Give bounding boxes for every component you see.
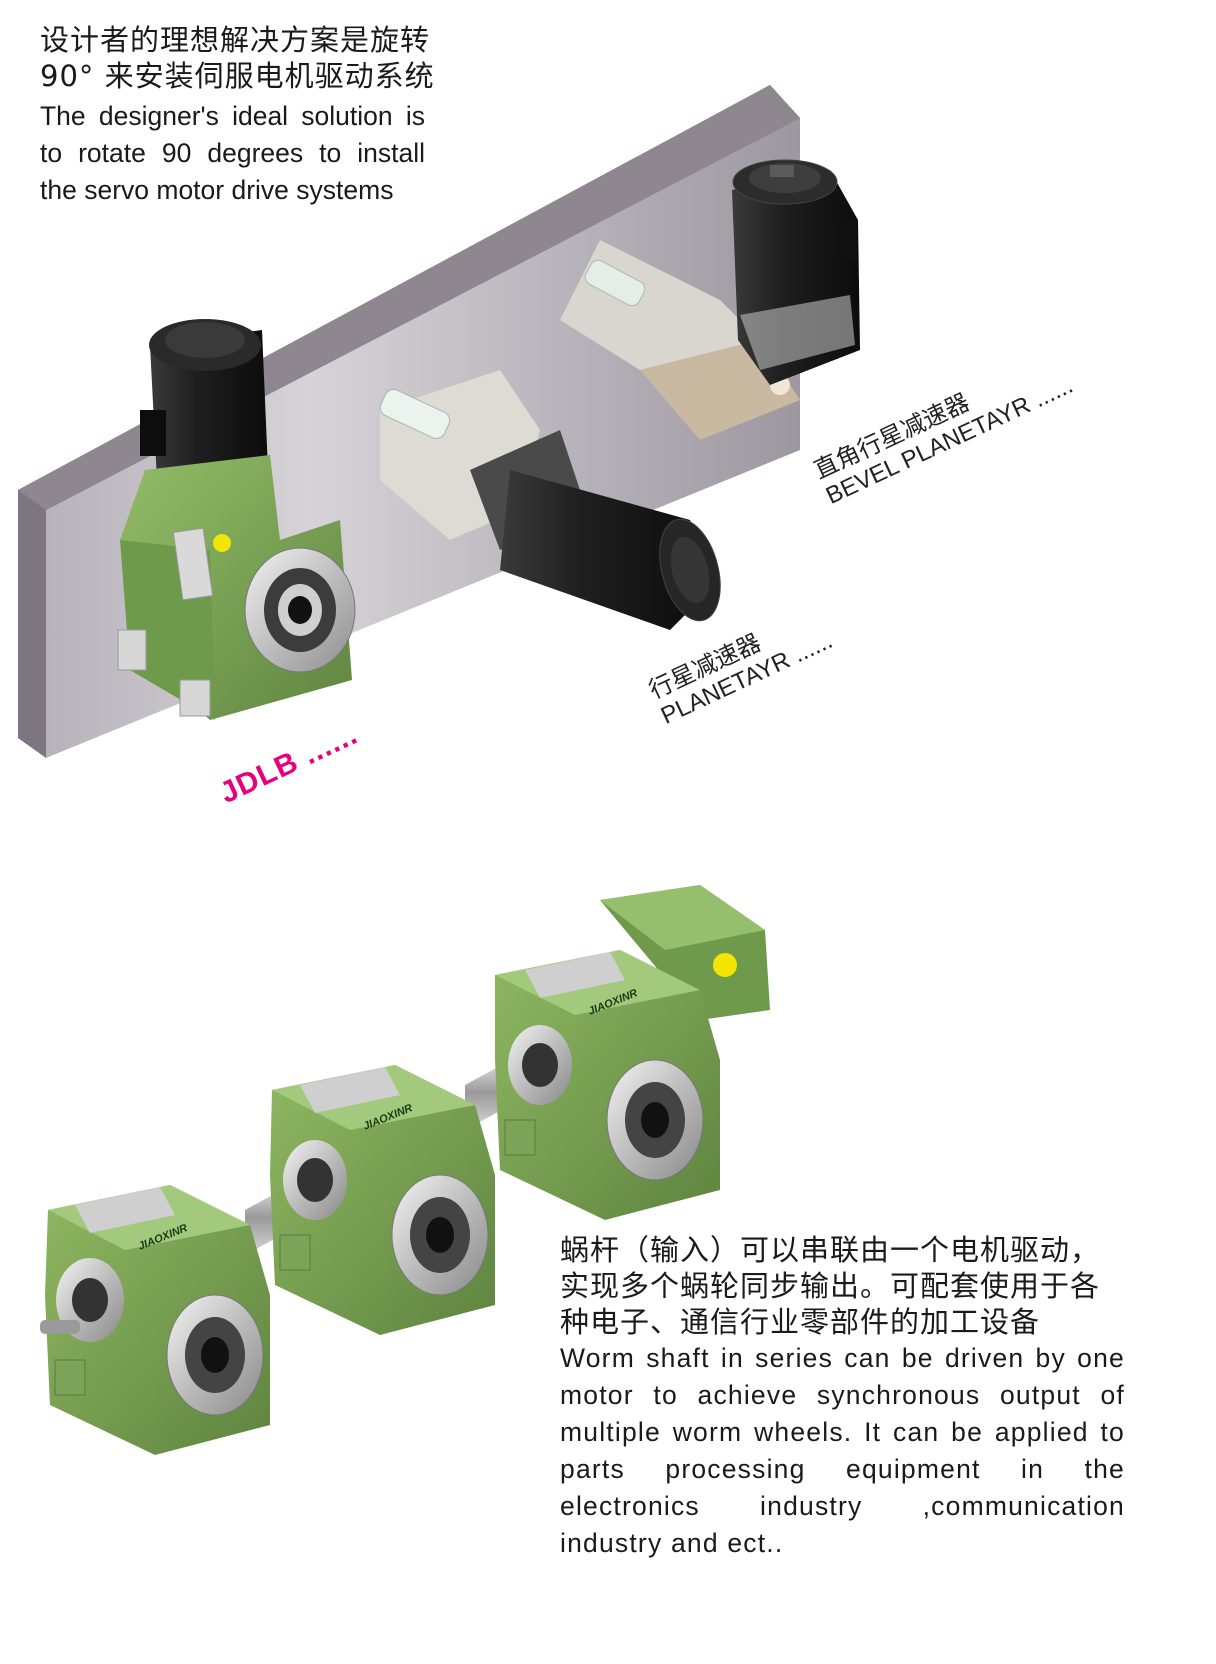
- planetary-reducer: [379, 370, 721, 630]
- top-zh-heading: 设计者的理想解决方案是旋转 90° 来安装伺服电机驱动系统: [40, 22, 440, 94]
- worm-unit-2: [270, 1065, 495, 1335]
- top-zh-line-1: 设计者的理想解决方案是旋转: [40, 23, 431, 57]
- top-zh-line-2: 90° 来安装伺服电机驱动系统: [40, 59, 435, 93]
- bottom-en-text: Worm shaft in series can be driven by on…: [560, 1343, 1125, 1558]
- worm-unit-1: [40, 1185, 270, 1455]
- worm-series-illustration: JIAOXINR JIAOXINR JIAOXINR: [40, 885, 770, 1455]
- bottom-zh-text: 蜗杆（输入）可以串联由一个电机驱动，实现多个蜗轮同步输出。可配套使用于各种电子、…: [560, 1233, 1101, 1339]
- top-en-text: The designer's ideal solution is to rota…: [40, 101, 425, 205]
- worm-unit-3: [495, 885, 770, 1220]
- mounting-assembly-illustration: [18, 85, 860, 758]
- bevel-planetary-reducer: [560, 159, 860, 440]
- jdlb-worm-reducer: [117, 319, 356, 720]
